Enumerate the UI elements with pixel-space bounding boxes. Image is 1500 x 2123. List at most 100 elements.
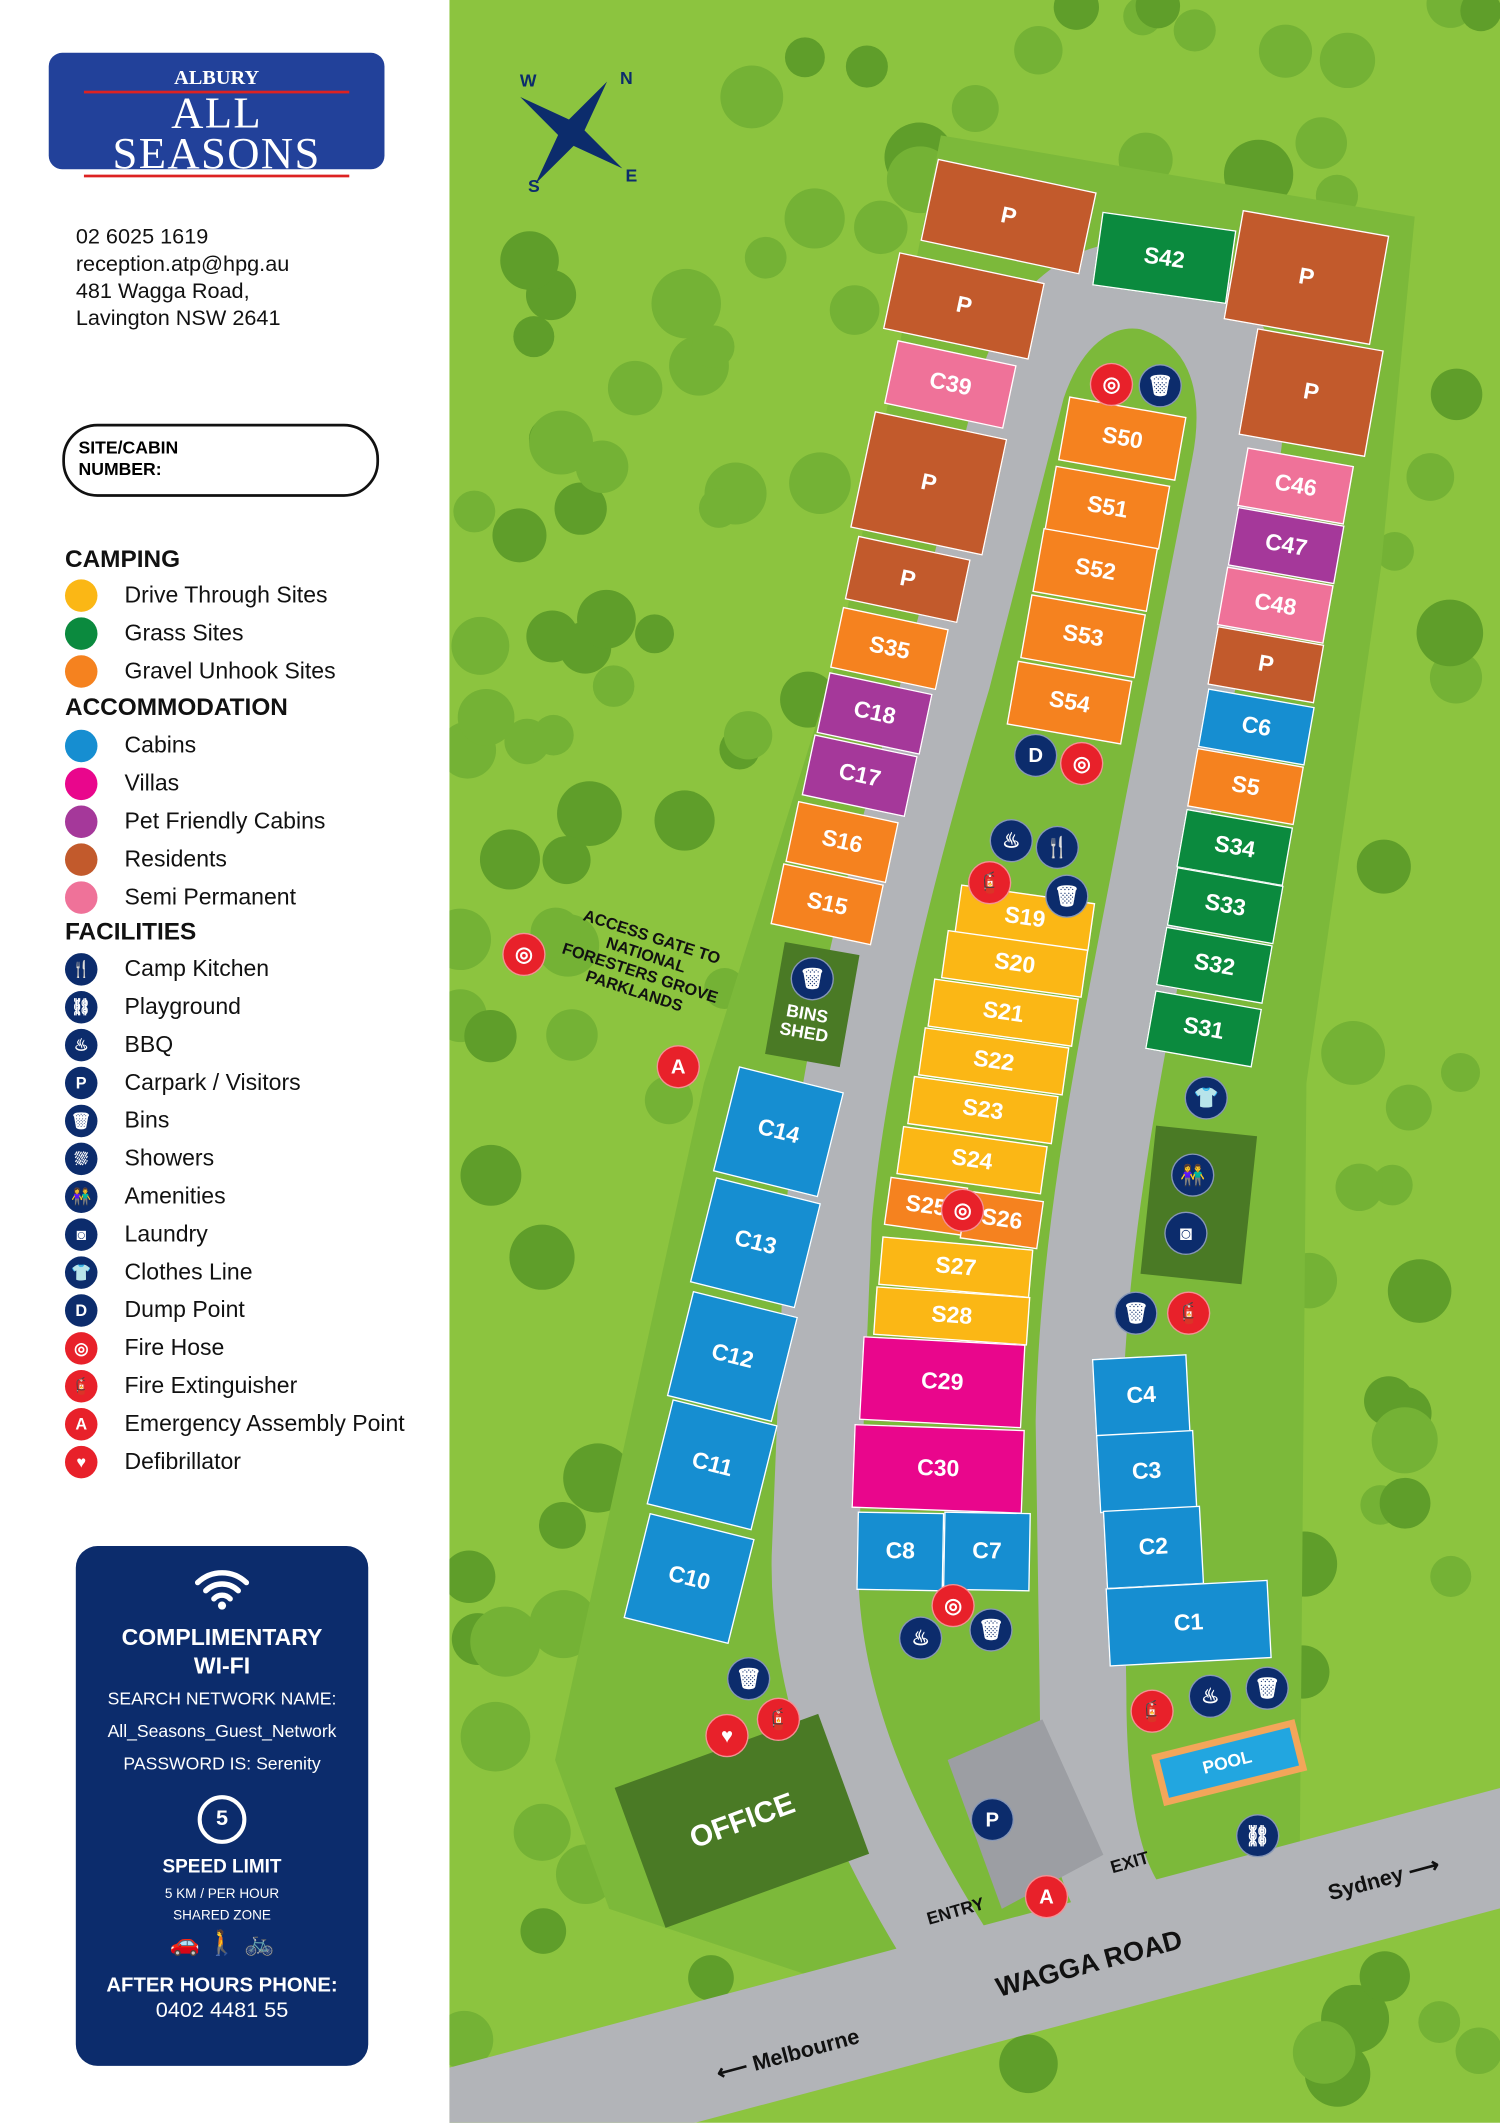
legend-label: Semi Permanent: [124, 884, 296, 910]
amenities-icon: 👫: [1171, 1153, 1215, 1197]
tree-icon: [829, 285, 880, 335]
color-swatch-icon: [64, 843, 98, 876]
bin-icon: 🗑: [1045, 874, 1089, 918]
carpark: [947, 1719, 1104, 1909]
after-hours-phone[interactable]: 0402 4481 55: [155, 1999, 289, 2023]
logo-line-2: ALL SEASONS: [83, 90, 350, 178]
contact-details: 02 6025 1619 reception.atp@hpg.au 481 Wa…: [76, 225, 289, 333]
address-line-1: 481 Wagga Road,: [75, 280, 250, 304]
site-p[interactable]: P: [1237, 328, 1384, 458]
site-c30[interactable]: C30: [851, 1423, 1025, 1514]
bbq-icon: ♨: [1188, 1674, 1232, 1718]
legend-label: Defibrillator: [124, 1448, 241, 1475]
site-c3[interactable]: C3: [1095, 1429, 1198, 1514]
tree-icon: [1379, 1477, 1431, 1529]
legend-label: Bins: [124, 1107, 170, 1134]
address-line-2: Lavington NSW 2641: [75, 307, 281, 331]
network-label: SEARCH NETWORK NAME:: [107, 1688, 337, 1709]
tree-icon: [557, 781, 622, 846]
legend-label: BBQ: [124, 1031, 174, 1058]
tree-icon: [513, 1803, 571, 1861]
legend-item: Gravel Unhook Sites: [64, 655, 336, 688]
tree-icon: [691, 325, 735, 369]
tree-icon: [520, 1908, 567, 1954]
bbq-icon: ♨: [989, 819, 1033, 863]
site-c7[interactable]: C7: [942, 1511, 1031, 1592]
camp-kitchen-icon: 🍴: [1035, 825, 1079, 870]
tree-icon: [698, 488, 739, 528]
laundry-icon: ◙: [1164, 1211, 1208, 1255]
legend-label: Laundry: [124, 1221, 208, 1247]
tree-icon: [1359, 1951, 1410, 2002]
tree-icon: [464, 1009, 517, 1063]
bicycle-icon: 🚲: [243, 1929, 275, 1957]
email[interactable]: reception.atp@hpg.au: [75, 253, 290, 277]
tree-icon: [607, 360, 663, 416]
compass-e: E: [625, 165, 638, 186]
tree-icon: [723, 711, 773, 760]
tree-icon: [451, 616, 510, 675]
wifi-title-2: WI-FI: [193, 1652, 251, 1679]
legend-item: 👕Clothes Line: [64, 1256, 253, 1289]
compass-s: S: [527, 175, 540, 197]
site-c1[interactable]: C1: [1105, 1579, 1272, 1667]
site-c8[interactable]: C8: [856, 1511, 945, 1592]
swimming-pool: [1151, 1719, 1308, 1807]
shower-icon: ⛆: [64, 1142, 98, 1176]
legend-item: 🧯Fire Extinguisher: [64, 1370, 297, 1403]
tree-icon: [460, 1701, 531, 1772]
fire-hose-icon: ◎: [940, 1188, 985, 1232]
fire-extinguisher-icon: 🧯: [1130, 1689, 1174, 1733]
legend-label: Grass Sites: [124, 620, 244, 646]
tree-icon: [1014, 26, 1063, 75]
info-panel: ALBURY ALL SEASONS TOURIST PARK 02 6025 …: [0, 0, 450, 2123]
tree-icon: [651, 268, 721, 339]
tree-icon: [720, 65, 784, 129]
legend-item: ◎Fire Hose: [64, 1332, 224, 1365]
phone[interactable]: 02 6025 1619: [75, 226, 209, 250]
laundry-icon: ◙: [64, 1218, 98, 1251]
tree-icon: [1356, 839, 1411, 894]
clothes-line-icon: 👕: [64, 1256, 98, 1289]
tree-icon: [542, 836, 591, 885]
tree-icon: [492, 508, 547, 563]
accommodation-heading: ACCOMMODATION: [64, 693, 288, 721]
legend-item: ⛆Showers: [64, 1142, 214, 1176]
legend-label: Dump Point: [124, 1296, 245, 1323]
tree-icon: [500, 231, 559, 290]
legend-item: ⛓Playground: [64, 990, 241, 1024]
color-swatch-icon: [64, 729, 98, 763]
tree-icon: [533, 714, 574, 756]
assembly-point-icon: A: [656, 1045, 700, 1089]
tree-icon: [744, 236, 787, 279]
tree-icon: [1430, 368, 1483, 421]
legend-item: Grass Sites: [64, 617, 244, 650]
color-swatch-icon: [64, 655, 98, 688]
tree-icon: [1455, 2027, 1500, 2075]
legend-item: ◙ Laundry: [64, 1218, 208, 1251]
color-swatch-icon: [64, 805, 98, 839]
legend-label: Villas: [124, 770, 180, 797]
bin-icon: 🗑: [1245, 1666, 1289, 1710]
legend-item: ♥Defibrillator: [64, 1445, 241, 1479]
legend-item: Residents: [64, 843, 227, 876]
wifi-title-1: COMPLIMENTARY: [121, 1624, 323, 1651]
legend-label: Emergency Assembly Point: [124, 1410, 405, 1437]
site-c4[interactable]: C4: [1091, 1354, 1191, 1438]
legend-label: Amenities: [124, 1183, 226, 1209]
tree-icon: [1319, 32, 1376, 89]
site-c29[interactable]: C29: [858, 1336, 1026, 1429]
fire-hose-icon: ◎: [1089, 362, 1134, 407]
tree-icon: [1135, 0, 1181, 29]
dump-point-icon: D: [64, 1294, 98, 1327]
legend-item: Villas: [64, 767, 180, 801]
shared-zone-icons: 🚗 🚶 🚲: [76, 1929, 368, 1957]
tree-icon: [635, 614, 674, 654]
tree-icon: [688, 1955, 734, 2001]
fire-extinguisher-icon: 🧯: [1166, 1291, 1211, 1335]
legend-item: Semi Permanent: [64, 881, 296, 914]
site-c2[interactable]: C2: [1102, 1505, 1205, 1590]
